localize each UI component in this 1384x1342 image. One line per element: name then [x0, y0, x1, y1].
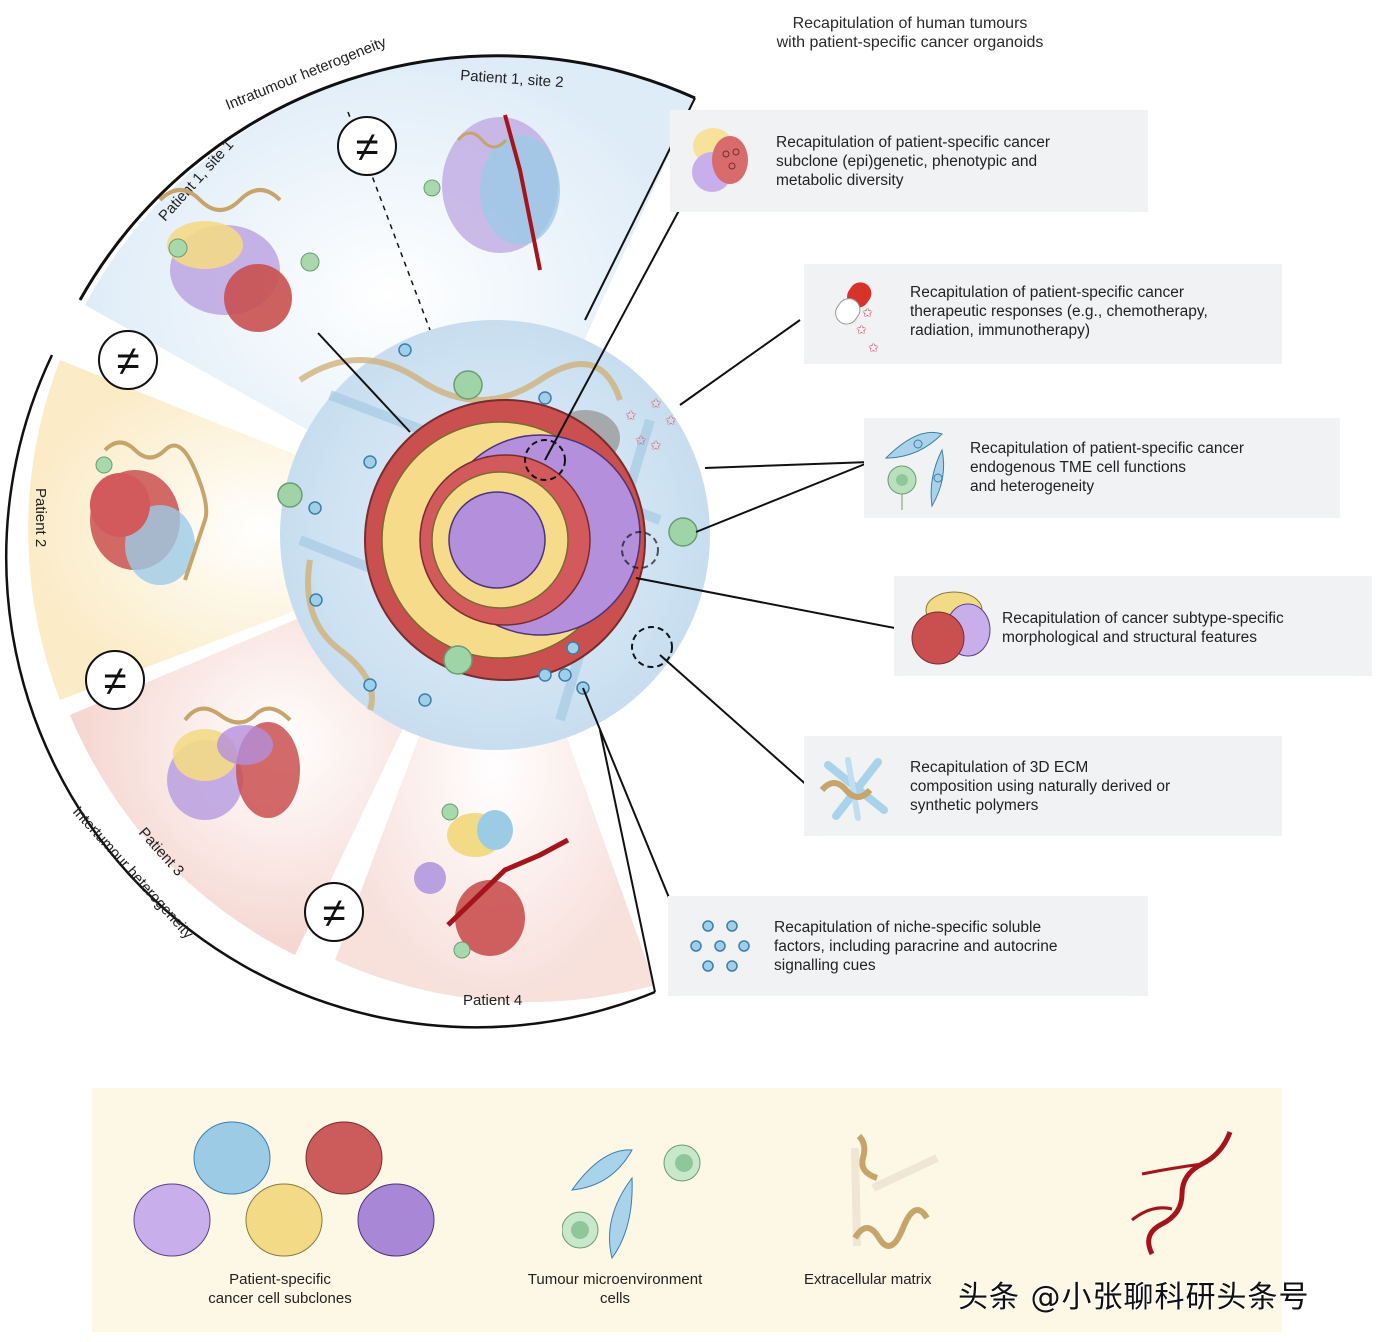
svg-text:✩: ✩: [868, 340, 879, 355]
organoid-patient1-site1: [158, 188, 320, 332]
legend-label: Tumour microenvironment cells: [527, 1271, 703, 1307]
svg-text:≠: ≠: [355, 123, 378, 170]
blood-vessel-icon: [1131, 1131, 1233, 1256]
svg-text:✩: ✩: [650, 395, 662, 411]
svg-text:✩: ✩: [665, 412, 677, 428]
cancer-cell-subclones-icon: [133, 1121, 435, 1257]
label-patient4: Patient 4: [463, 992, 522, 1009]
heterogeneity-wheel: Intratumour heterogeneity Intertumour he…: [5, 33, 906, 1029]
callout-morphology: Recapitulation of cancer subtype-specifi…: [894, 576, 1372, 676]
outer-arc-intratumour: [78, 54, 696, 301]
watermark: 头条 @小张聊科研头条号: [958, 1280, 1310, 1315]
organoid-patient1-site2: [423, 114, 560, 271]
callout-tme-functions: Recapitulation of patient-specific cance…: [864, 418, 1340, 518]
not-equal-icon: ≠: [337, 116, 397, 176]
legend-label: Extracellular matrix: [804, 1271, 932, 1288]
sector-patient4: [335, 535, 655, 1003]
legend-label: Patient-specific cancer cell subclones: [208, 1271, 352, 1307]
pill-capsule-icon: ✩ ✩ ✩: [835, 282, 879, 355]
callout-text: Recapitulation of patient-specific cance…: [776, 134, 1050, 189]
extracellular-matrix-icon: [851, 1133, 939, 1249]
ecm-fibres-icon: [819, 757, 888, 821]
sector-patient2: [28, 360, 496, 700]
svg-text:≠: ≠: [322, 889, 345, 936]
tme-cells-icon: [884, 431, 945, 510]
not-equal-icon: ≠: [85, 650, 145, 710]
svg-text:≠: ≠: [103, 657, 126, 704]
callout-text: Recapitulation of niche-specific soluble…: [774, 919, 1058, 974]
legend: Patient-specific cancer cell subclones T…: [92, 1088, 1282, 1332]
cancer-subclone-cluster-icon: [692, 128, 748, 192]
svg-text:✩: ✩: [625, 407, 637, 423]
svg-text:✩: ✩: [635, 432, 647, 448]
callout-therapeutic-response: ✩ ✩ ✩ Recapitulation of patient-specific…: [804, 264, 1282, 364]
figure-title: Recapitulation of human tumours with pat…: [776, 15, 1044, 51]
soluble-factors-dots-icon: [690, 920, 750, 972]
callout-ecm: Recapitulation of 3D ECM composition usi…: [804, 736, 1282, 836]
svg-text:✩: ✩: [862, 305, 873, 320]
callout-text: Recapitulation of patient-specific cance…: [910, 284, 1208, 339]
organoid-patient2: [90, 440, 209, 585]
central-organoid: ✩✩ ✩✩ ✩: [277, 320, 710, 750]
svg-text:≠: ≠: [116, 337, 139, 384]
callout-subclone-diversity: Recapitulation of patient-specific cance…: [670, 110, 1148, 212]
dashed-divider: [347, 111, 431, 331]
callout-text: Recapitulation of 3D ECM composition usi…: [910, 759, 1171, 814]
tme-cells-icon: [562, 1144, 701, 1260]
label-patient2: Patient 2: [32, 488, 49, 547]
callout-text: Recapitulation of cancer subtype-specifi…: [1002, 610, 1284, 646]
outer-arc-intertumour: [5, 354, 656, 1029]
not-equal-icon: ≠: [98, 330, 158, 390]
not-equal-icon: ≠: [304, 882, 364, 942]
svg-text:✩: ✩: [856, 322, 867, 337]
callout-soluble-factors: Recapitulation of niche-specific soluble…: [668, 896, 1148, 996]
callout-text: Recapitulation of patient-specific cance…: [970, 440, 1244, 495]
organoid-patient3: [167, 706, 300, 820]
organoid-patient4: [414, 803, 570, 959]
leader-lines: [317, 189, 906, 906]
svg-text:✩: ✩: [650, 437, 662, 453]
tumour-morphology-icon: [911, 591, 991, 665]
sector-divider: [599, 729, 656, 993]
